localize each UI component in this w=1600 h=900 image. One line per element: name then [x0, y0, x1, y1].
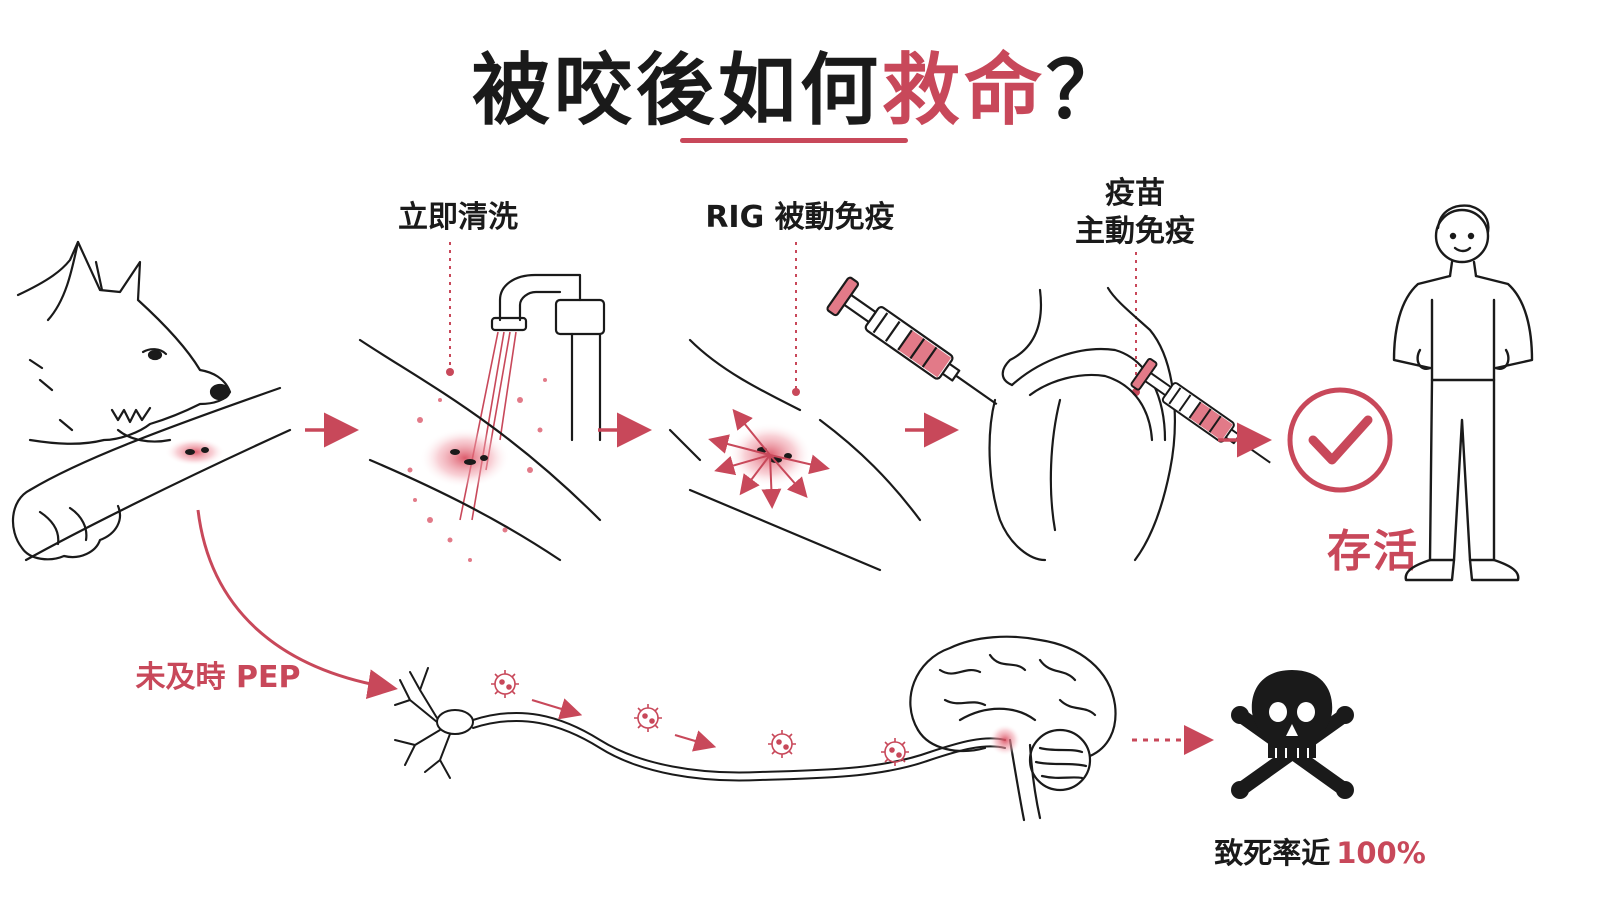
title-accent: 救命: [881, 46, 1046, 136]
pointer-dot: [792, 388, 800, 396]
infiltration-arrows: [708, 408, 830, 509]
arm-wash: [358, 338, 602, 562]
person-icon: [1392, 204, 1534, 582]
step-rig-label: RIG 被動免疫: [705, 200, 895, 235]
syringe-icon: [826, 276, 998, 406]
syringe-icon: [1130, 357, 1271, 464]
arm-rig: [668, 338, 922, 572]
brain-infection-spot: [989, 724, 1021, 756]
migration-arrow: [674, 730, 717, 752]
title-suffix: ？: [1046, 46, 1129, 136]
brain-icon: [909, 635, 1117, 822]
virus-icon: [634, 704, 662, 732]
faucet-icon: [490, 273, 606, 442]
virus-icon: [491, 670, 519, 698]
virus-icon: [881, 738, 909, 766]
missed-pep-label: 未及時 PEP: [135, 660, 301, 695]
wound-marks: [450, 449, 488, 465]
migration-arrow: [531, 698, 583, 720]
pointer-dot: [446, 368, 454, 376]
missed-pep-arrow: [196, 509, 398, 699]
check-circle-icon: [1287, 387, 1393, 493]
step-wash-label: 立即清洗: [398, 200, 518, 235]
dog-bite-illustration: [11, 240, 292, 562]
splash-drops: [407, 378, 547, 562]
step-vaccine-label-line2: 主動免疫: [1075, 214, 1195, 249]
fatality-percent: 100%: [1336, 836, 1426, 870]
wash-wound-icon: [420, 428, 510, 488]
title-main: 被咬後如何: [471, 46, 882, 136]
neuron-icon: [394, 667, 1006, 782]
step-vaccine-label-line1: 疫苗: [1105, 176, 1165, 211]
skull-crossbones-icon: [1231, 670, 1354, 799]
bite-mark: [201, 447, 209, 453]
survive-label: 存活: [1327, 526, 1419, 577]
water-stream: [459, 331, 517, 521]
bite-mark: [185, 449, 195, 455]
virus-icon: [768, 730, 796, 758]
title-underline: [680, 138, 908, 143]
shoulder-illustration: [988, 286, 1176, 562]
page-title: 被咬後如何救命？: [0, 28, 1600, 140]
fatality-text: 致死率近: [1214, 836, 1331, 870]
